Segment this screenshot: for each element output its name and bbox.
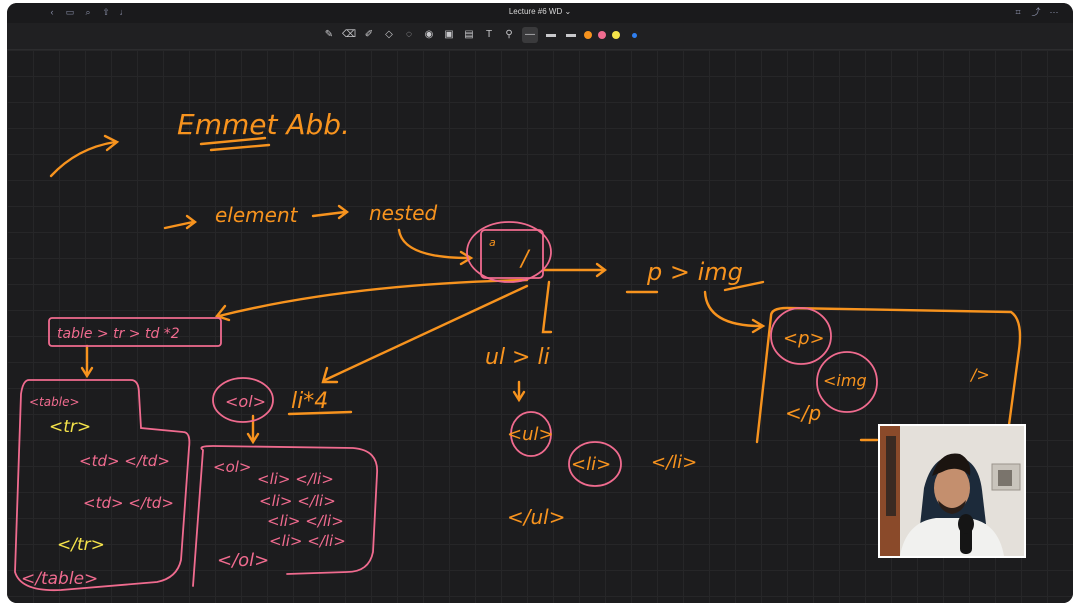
more-icon[interactable]: ⋯ (1049, 7, 1059, 17)
ol-tag-text: <ol> (225, 392, 266, 411)
camera-tool-icon[interactable]: ▤ (464, 29, 474, 40)
pen-tool-icon[interactable]: ✎ (324, 29, 334, 40)
ol-line-5: <li> </li> (269, 532, 346, 550)
image-tool-icon[interactable]: ▣ (444, 29, 454, 40)
flow-arrow-2 (311, 210, 347, 218)
ol-line-2: <li> </li> (257, 470, 334, 488)
title-bar: ‹ ▭ ⌕ ⇧ ♩ Lecture #6 WD ⌄ ⌗ ⤴ ⋯ (7, 3, 1073, 23)
shapes-tool-icon[interactable]: ◇ (385, 29, 393, 40)
ol-line-1: <ol> (213, 458, 251, 476)
img-close-text: /> (969, 365, 990, 384)
handwriting-layer: Emmet Abb. element nested a / p > img ul… (14, 108, 1022, 592)
eraser-tool-icon[interactable]: ⌫ (342, 29, 357, 40)
core-box (480, 229, 544, 279)
output-box (755, 306, 1022, 444)
presenter-video (880, 426, 1024, 556)
document-title[interactable]: Lecture #6 WD ⌄ (508, 7, 572, 16)
img-circle (816, 351, 878, 413)
ol-circle (212, 377, 274, 423)
lasso-tool-icon[interactable]: ◌ (406, 29, 412, 40)
search-icon[interactable]: ⌕ (85, 7, 91, 17)
li-circle (568, 441, 622, 487)
li4-underline (287, 410, 353, 416)
drawing-toolbar: ✎ ⌫ ✐ ◇ ◌ ◉ ▣ ▤ T ⚲ — ▬ ▬ (7, 23, 1073, 50)
thick-stroke-option[interactable]: ▬ (566, 29, 576, 40)
img-tag-text: <img (823, 371, 867, 390)
table-abbr-box (48, 317, 222, 347)
table-output-box (14, 379, 191, 592)
ul-open-text: <ul> (507, 424, 554, 445)
flow-element-text: element (215, 203, 299, 227)
table-abbr-text: table > tr > td *2 (57, 326, 180, 342)
core-right-text: / (519, 247, 531, 272)
ol-li-text: li*4 (291, 389, 328, 414)
highlighter-tool-icon[interactable]: ✐ (364, 29, 374, 40)
elements-tool-icon[interactable]: ⚲ (505, 29, 513, 40)
ol-output-box (192, 445, 378, 587)
core-circle (466, 221, 552, 283)
p-circle (770, 307, 832, 365)
ul-li-tag-text: <li> (571, 454, 611, 475)
webcam-overlay (878, 424, 1026, 558)
text-tool-icon[interactable]: T (485, 29, 493, 40)
table-line-5: </tr> (57, 535, 105, 555)
color-picker-icon[interactable] (632, 32, 637, 38)
p-img-text: p > img (646, 258, 743, 286)
heading-underline (199, 136, 271, 152)
color-orange-swatch[interactable] (584, 31, 592, 39)
pimg-to-box-arrow (703, 290, 763, 328)
top-left-arrow (49, 140, 117, 178)
medium-stroke-option[interactable]: ▬ (546, 29, 556, 40)
flow-arrow-1 (163, 220, 195, 230)
ol-line-4: <li> </li> (267, 512, 344, 530)
img-underline (723, 280, 765, 292)
core-left-text: a (489, 236, 496, 249)
export-icon[interactable]: ⤴ (1031, 7, 1041, 17)
p-open-text: <p> (783, 328, 825, 349)
core-to-ol-arrow (323, 284, 529, 382)
ol-line-6: </ol> (217, 550, 269, 571)
core-to-ul-arrow (541, 280, 553, 334)
table-line-6: </table> (21, 569, 98, 589)
back-icon[interactable]: ‹ (50, 7, 54, 17)
thin-stroke-option[interactable]: — (522, 27, 538, 43)
bookmark-icon[interactable]: ⌗ (1015, 7, 1021, 17)
p-close-text: </p (785, 401, 821, 425)
table-line-4: <td> </td> (83, 494, 174, 512)
color-pink-swatch[interactable] (598, 31, 606, 39)
ul-li-close-text: </li> (651, 452, 697, 473)
share-icon[interactable]: ⇧ (102, 7, 110, 17)
core-to-table-arrow (217, 278, 529, 318)
ol-line-3: <li> </li> (259, 492, 336, 510)
ul-circle (510, 411, 552, 457)
ul-li-text: ul > li (485, 345, 550, 370)
nested-to-core-arrow (397, 228, 471, 260)
heading-text: Emmet Abb. (177, 108, 350, 141)
laser-pointer-icon[interactable]: ◉ (424, 29, 434, 40)
sidebar-icon[interactable]: ▭ (65, 7, 75, 17)
mic-icon[interactable]: ♩ (119, 7, 129, 17)
table-line-2: <tr> (49, 417, 91, 437)
flow-nested-text: nested (369, 201, 438, 225)
table-line-3: <td> </td> (79, 452, 170, 470)
ul-close-text: </ul> (507, 505, 566, 529)
color-yellow-swatch[interactable] (612, 31, 620, 39)
table-line-1: <table> (29, 395, 80, 409)
